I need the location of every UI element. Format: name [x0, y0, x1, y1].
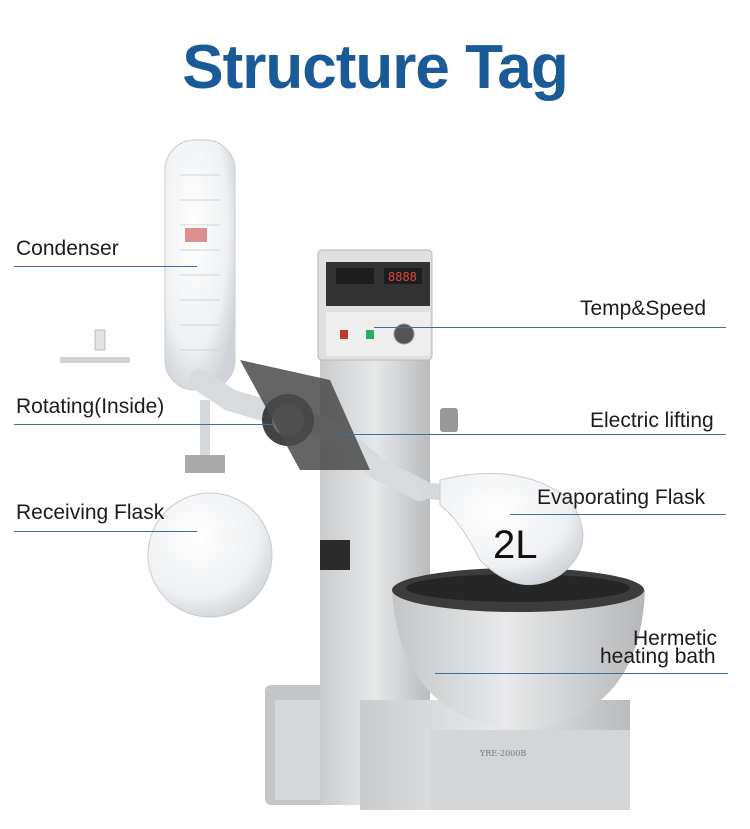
rotating-label: Rotating(Inside): [16, 395, 165, 418]
svg-text:YRE-2000B: YRE-2000B: [479, 749, 526, 758]
condenser-glass: [164, 139, 236, 391]
svg-text:8888: 8888: [388, 270, 417, 284]
evaporating-flask-glass: [439, 472, 584, 586]
evaporating-line: [510, 514, 726, 515]
hermetic-label-line2: heating bath: [600, 645, 716, 668]
receiving-flask-label: Receiving Flask: [16, 501, 165, 524]
evaporating-flask-label: Evaporating Flask: [537, 486, 706, 509]
temp-speed-line: [374, 327, 726, 328]
receiving-line: [14, 531, 197, 532]
receiving-flask-glass: [147, 492, 273, 618]
condenser-line: [14, 266, 197, 267]
condenser-label: Condenser: [16, 237, 119, 260]
lifting-line: [341, 434, 726, 435]
flask-size-label: 2L: [493, 523, 538, 567]
electric-lifting-label: Electric lifting: [590, 409, 714, 432]
rotating-line: [14, 424, 276, 425]
hermetic-label-line1: Hermetic: [633, 627, 718, 650]
temp-speed-label: Temp&Speed: [580, 297, 707, 320]
hermetic-line: [435, 673, 728, 674]
page-title: Structure Tag: [182, 33, 568, 102]
heating-bath: [392, 590, 645, 730]
